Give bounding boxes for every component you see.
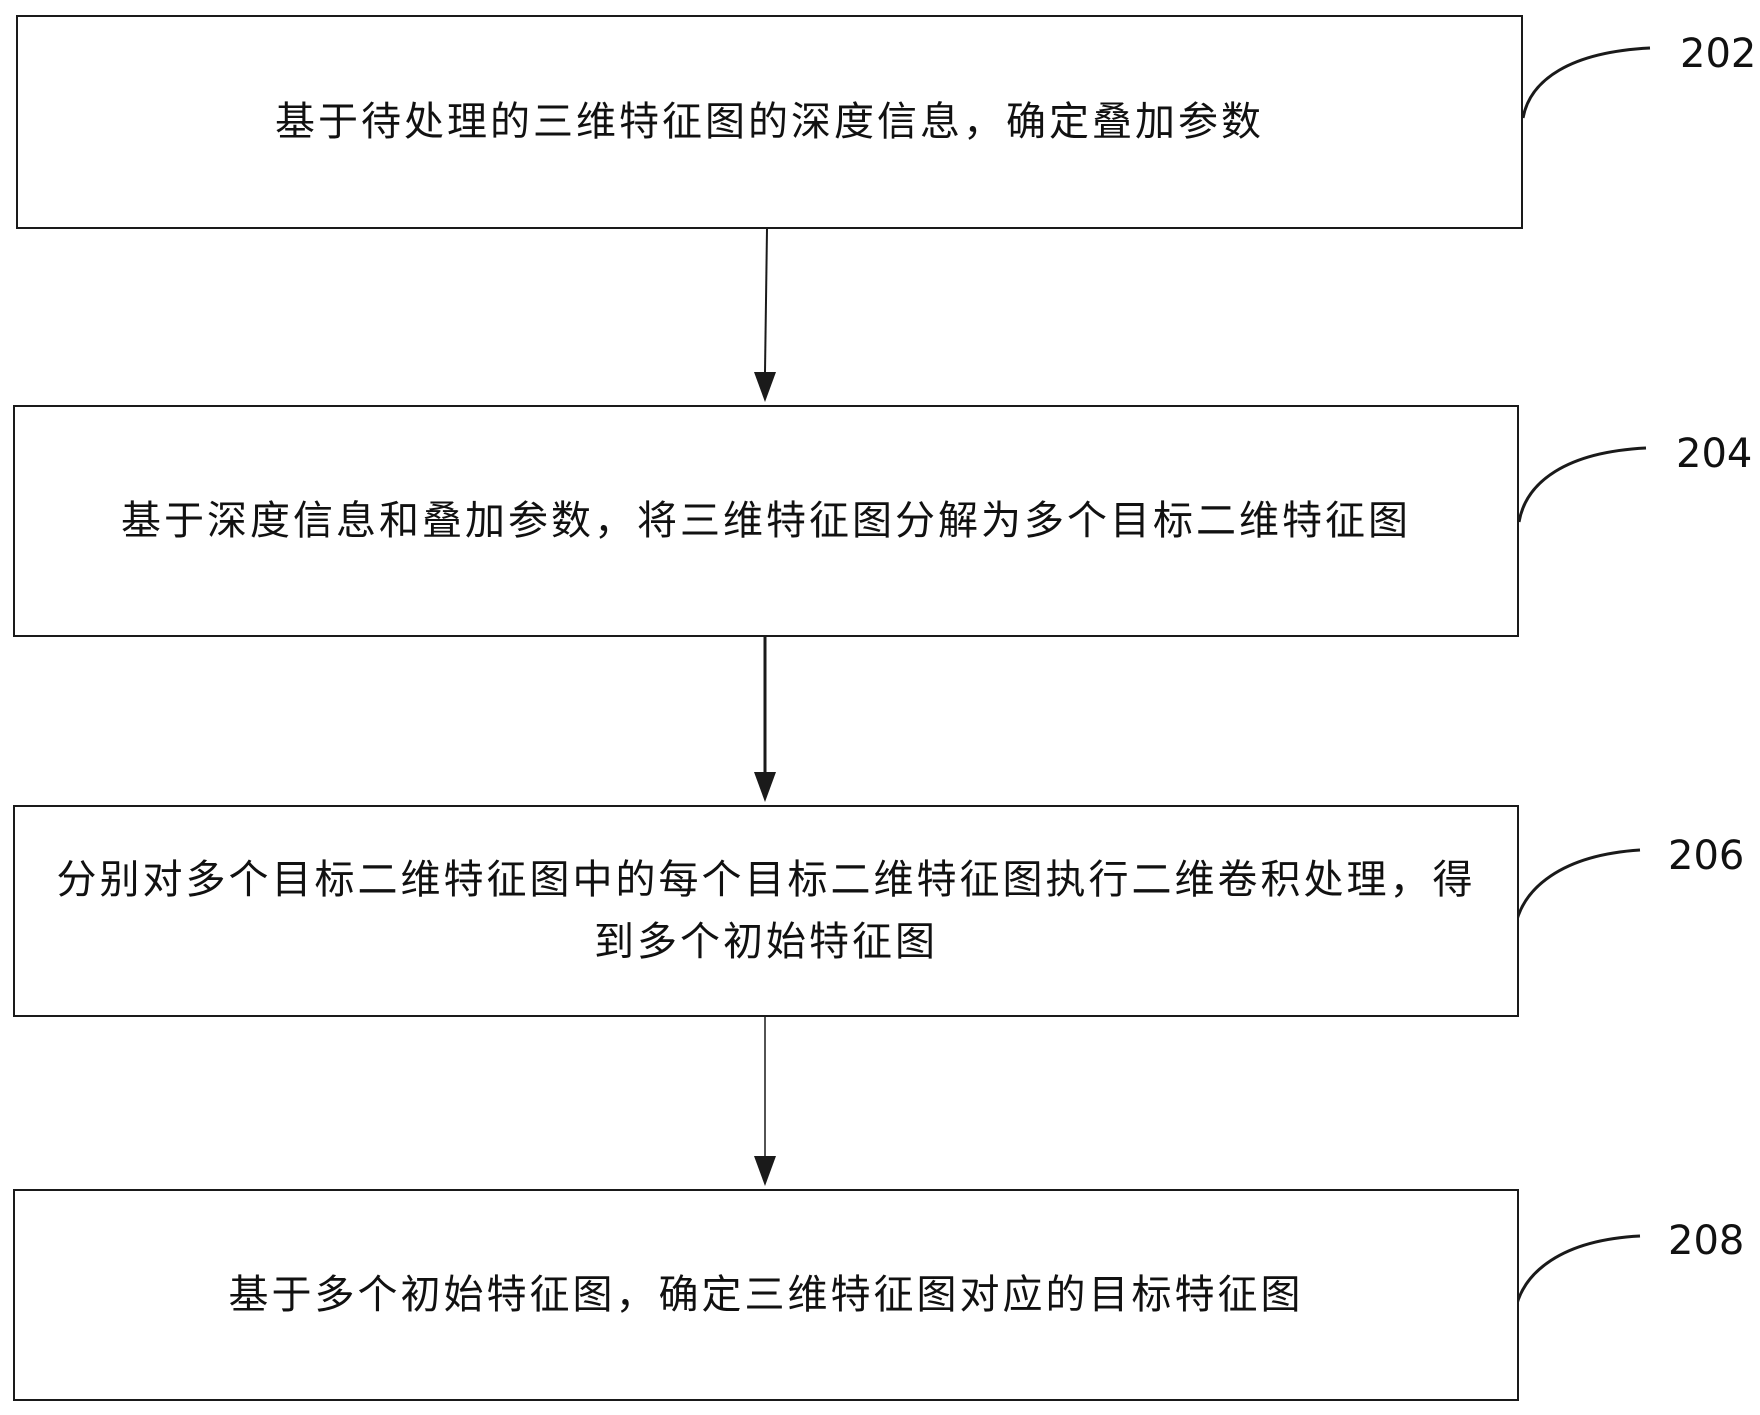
leader-line-202 [1521,46,1651,119]
arrow-202-to-204 [754,228,776,402]
step-text-202: 基于待处理的三维特征图的深度信息，确定叠加参数 [275,99,1264,145]
step-box-204: 基于深度信息和叠加参数，将三维特征图分解为多个目标二维特征图 [13,405,1519,637]
step-text-208: 基于多个初始特征图，确定三维特征图对应的目标特征图 [228,1272,1304,1318]
step-label-204: 204 [1676,431,1753,477]
step-box-202: 基于待处理的三维特征图的深度信息，确定叠加参数 [16,15,1523,229]
step-label-206: 206 [1668,833,1745,879]
leader-line-204 [1517,446,1647,523]
step-text-204: 基于深度信息和叠加参数，将三维特征图分解为多个目标二维特征图 [121,498,1411,544]
leader-line-208 [1513,1234,1641,1313]
arrow-206-to-208 [754,1017,776,1186]
leader-line-206 [1513,848,1641,929]
step-text-206: 分别对多个目标二维特征图中的每个目标二维特征图执行二维卷积处理，得到多个初始特征… [56,857,1476,965]
step-box-208: 基于多个初始特征图，确定三维特征图对应的目标特征图 [13,1189,1519,1401]
step-label-208: 208 [1668,1218,1745,1264]
step-box-206: 分别对多个目标二维特征图中的每个目标二维特征图执行二维卷积处理，得到多个初始特征… [13,805,1519,1017]
arrow-204-to-206 [754,637,776,802]
step-label-202: 202 [1680,31,1757,77]
